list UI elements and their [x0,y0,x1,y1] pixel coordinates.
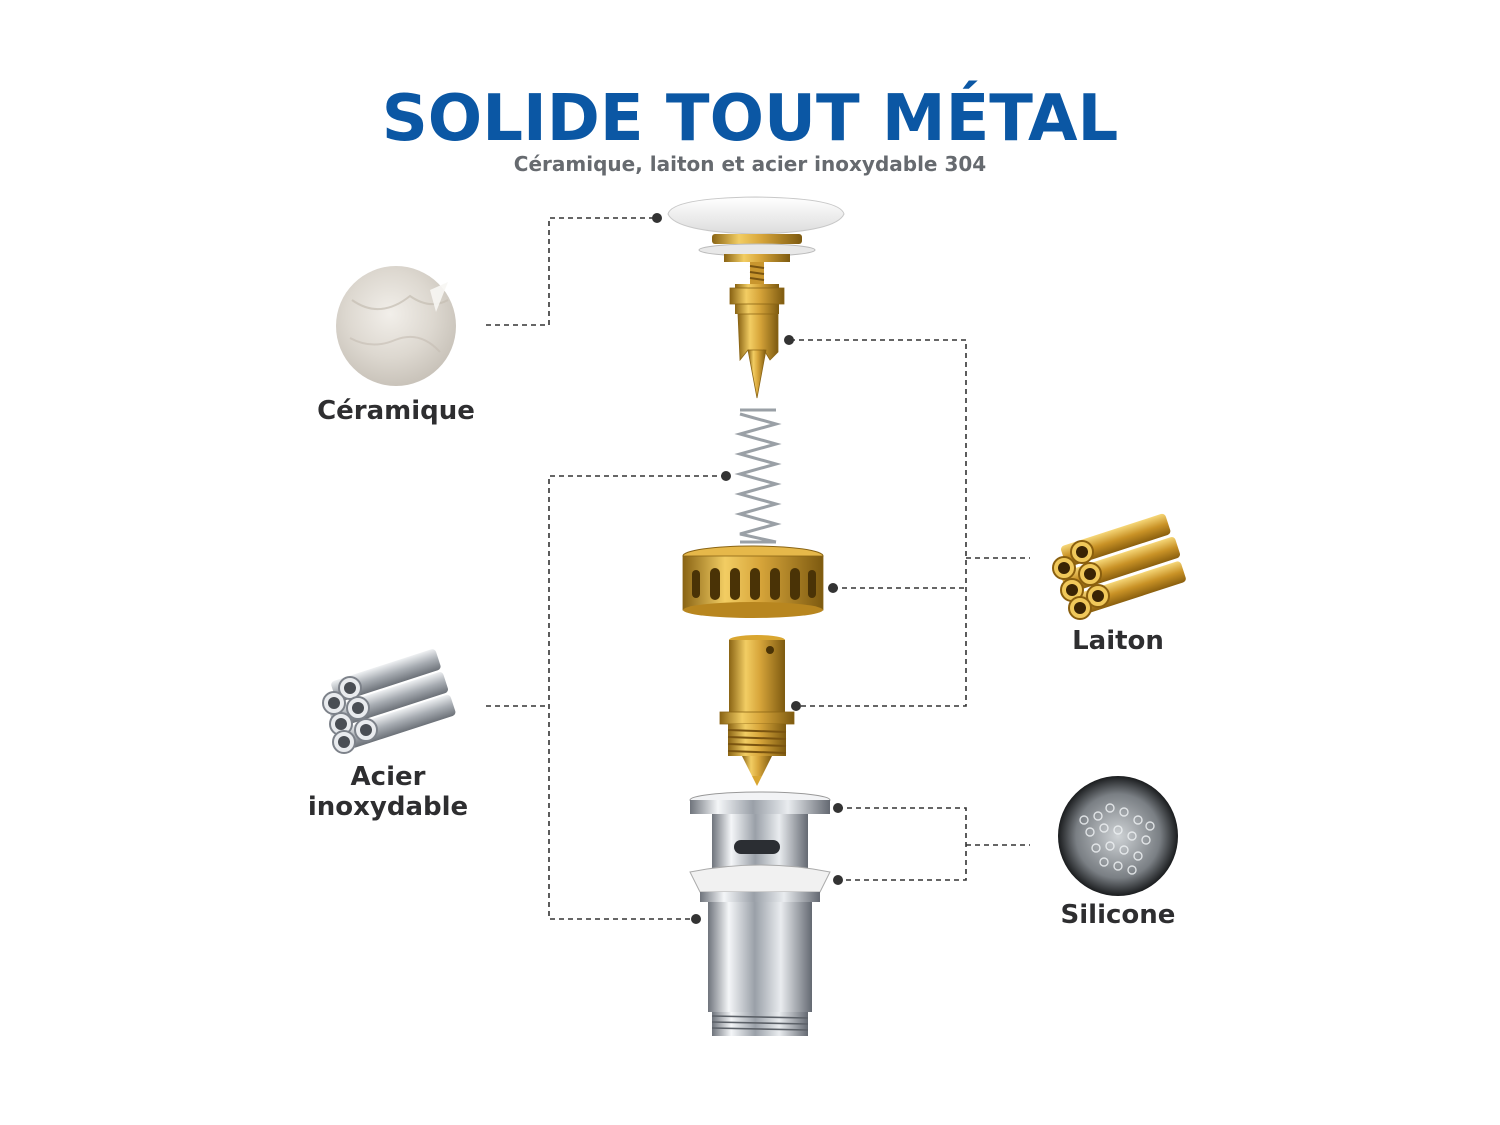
label-stainless: Acier inoxydable [288,762,488,822]
brass-piston-bottom-icon [719,635,795,786]
steel-pipes-icon [322,649,456,754]
stainless-spring-icon [734,408,782,544]
ceramic-cap-icon [667,196,845,284]
label-stainless-line2: inoxydable [307,792,469,822]
leader-line-ceramic [486,217,655,326]
page-title: SOLIDE TOUT MÉTAL [381,82,1119,156]
label-silicone-text: Silicone [1060,900,1176,930]
leader-line-silicone [838,807,967,881]
label-ceramic-text: Céramique [317,396,475,426]
dot-piston-bottom [791,701,801,711]
label-ceramic: Céramique [296,396,496,426]
label-brass-text: Laiton [1072,626,1164,656]
brass-basket-icon [682,545,824,618]
dot-seal-top [833,803,843,813]
brass-piston-top-icon [729,284,785,399]
page-subtitle: Céramique, laiton et acier inoxydable 30… [513,152,987,176]
leader-lines [486,217,1030,920]
dot-seal-bottom [833,875,843,885]
dot-piston-top [784,335,794,345]
silicone-pellets-icon [1058,776,1178,896]
leader-line-stainless-spring [548,475,726,920]
label-silicone: Silicone [1018,900,1218,930]
label-brass: Laiton [1018,626,1218,656]
leader-dots [652,213,843,924]
dot-ceramic-cap [652,213,662,223]
brass-pipes-icon [1052,513,1186,620]
leader-line-brass-piston [790,339,967,707]
dot-spring [721,471,731,481]
chrome-drain-body-icon [689,791,831,1036]
dot-body [691,914,701,924]
dot-basket [828,583,838,593]
label-stainless-line1: Acier [350,762,426,792]
ceramic-disc-icon [336,266,456,386]
